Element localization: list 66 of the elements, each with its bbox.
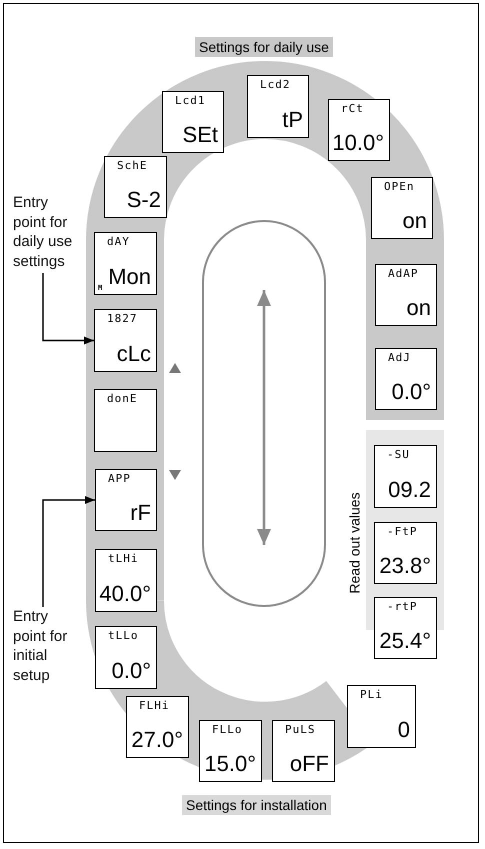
display-code: 1827 bbox=[107, 313, 138, 325]
display-value: 40.0° bbox=[99, 582, 151, 606]
lcd-display bbox=[375, 264, 437, 326]
display-value: 0.0° bbox=[112, 659, 151, 683]
entry-note: Entry point for initial setup bbox=[13, 607, 83, 687]
display-code: -FtP bbox=[387, 526, 418, 538]
lcd-display bbox=[95, 469, 157, 531]
display-value: 10.0° bbox=[332, 131, 384, 155]
display-code: Lcd2 bbox=[260, 79, 290, 91]
display-code: PuLS bbox=[285, 724, 316, 736]
display-value: oFF bbox=[290, 752, 329, 776]
lcd-display bbox=[162, 91, 224, 153]
lcd-display bbox=[94, 232, 157, 295]
lcd-display bbox=[374, 445, 437, 508]
lcd-display bbox=[272, 720, 335, 782]
lcd-display bbox=[104, 156, 167, 218]
lcd-display bbox=[374, 597, 437, 659]
display-value: 23.8° bbox=[379, 554, 431, 578]
display-value: 09.2 bbox=[388, 478, 431, 502]
display-value: S-2 bbox=[126, 188, 161, 212]
display-code: -SU bbox=[387, 449, 410, 461]
display-value: on bbox=[402, 209, 427, 233]
side-heading: Read out values bbox=[346, 491, 364, 596]
lcd-display bbox=[347, 685, 416, 748]
display-code: FLLo bbox=[212, 724, 242, 736]
display-value: 15.0° bbox=[204, 752, 256, 776]
entry-arrow bbox=[42, 273, 94, 344]
display-code: tLLo bbox=[108, 630, 138, 642]
display-code: donE bbox=[107, 393, 138, 405]
lcd-display bbox=[247, 75, 309, 138]
lcd-display bbox=[94, 309, 157, 372]
lcd-display bbox=[126, 696, 189, 758]
display-value: Mon bbox=[108, 265, 151, 289]
display-code: -rtP bbox=[387, 601, 418, 613]
lcd-display bbox=[95, 626, 157, 689]
display-value: 0.0° bbox=[392, 380, 431, 404]
display-code: APP bbox=[108, 473, 131, 485]
display-code: dAY bbox=[107, 236, 130, 248]
display-value: rF bbox=[130, 501, 151, 525]
display-code: OPEn bbox=[384, 181, 414, 193]
display-value: on bbox=[406, 296, 431, 320]
lcd-display bbox=[374, 522, 437, 584]
display-value: 27.0° bbox=[131, 728, 183, 752]
lcd-display bbox=[199, 720, 262, 782]
entry-note: Entry point for daily use settings bbox=[13, 193, 83, 273]
display-value: 25.4° bbox=[379, 629, 431, 653]
section-heading: Settings for installation bbox=[182, 795, 331, 815]
display-value: SEt bbox=[182, 123, 218, 147]
display-value: 0 bbox=[398, 718, 410, 742]
display-code: tLHi bbox=[108, 553, 138, 565]
lcd-display bbox=[375, 348, 437, 410]
display-code: Lcd1 bbox=[175, 95, 206, 107]
section-heading: Settings for daily use bbox=[195, 37, 333, 57]
display-value: cLc bbox=[116, 342, 151, 366]
display-code: FLHi bbox=[139, 700, 170, 712]
lcd-display bbox=[328, 99, 390, 161]
display-code: rCt bbox=[341, 103, 364, 115]
display-value: tP bbox=[282, 108, 303, 132]
lcd-display bbox=[94, 389, 157, 452]
entry-arrow bbox=[42, 496, 95, 607]
lcd-display bbox=[95, 549, 157, 612]
display-code: AdJ bbox=[388, 352, 411, 364]
display-code: AdAP bbox=[388, 268, 418, 280]
display-code: PLi bbox=[360, 689, 383, 701]
display-code: SchE bbox=[117, 160, 148, 172]
lcd-display bbox=[371, 177, 433, 239]
